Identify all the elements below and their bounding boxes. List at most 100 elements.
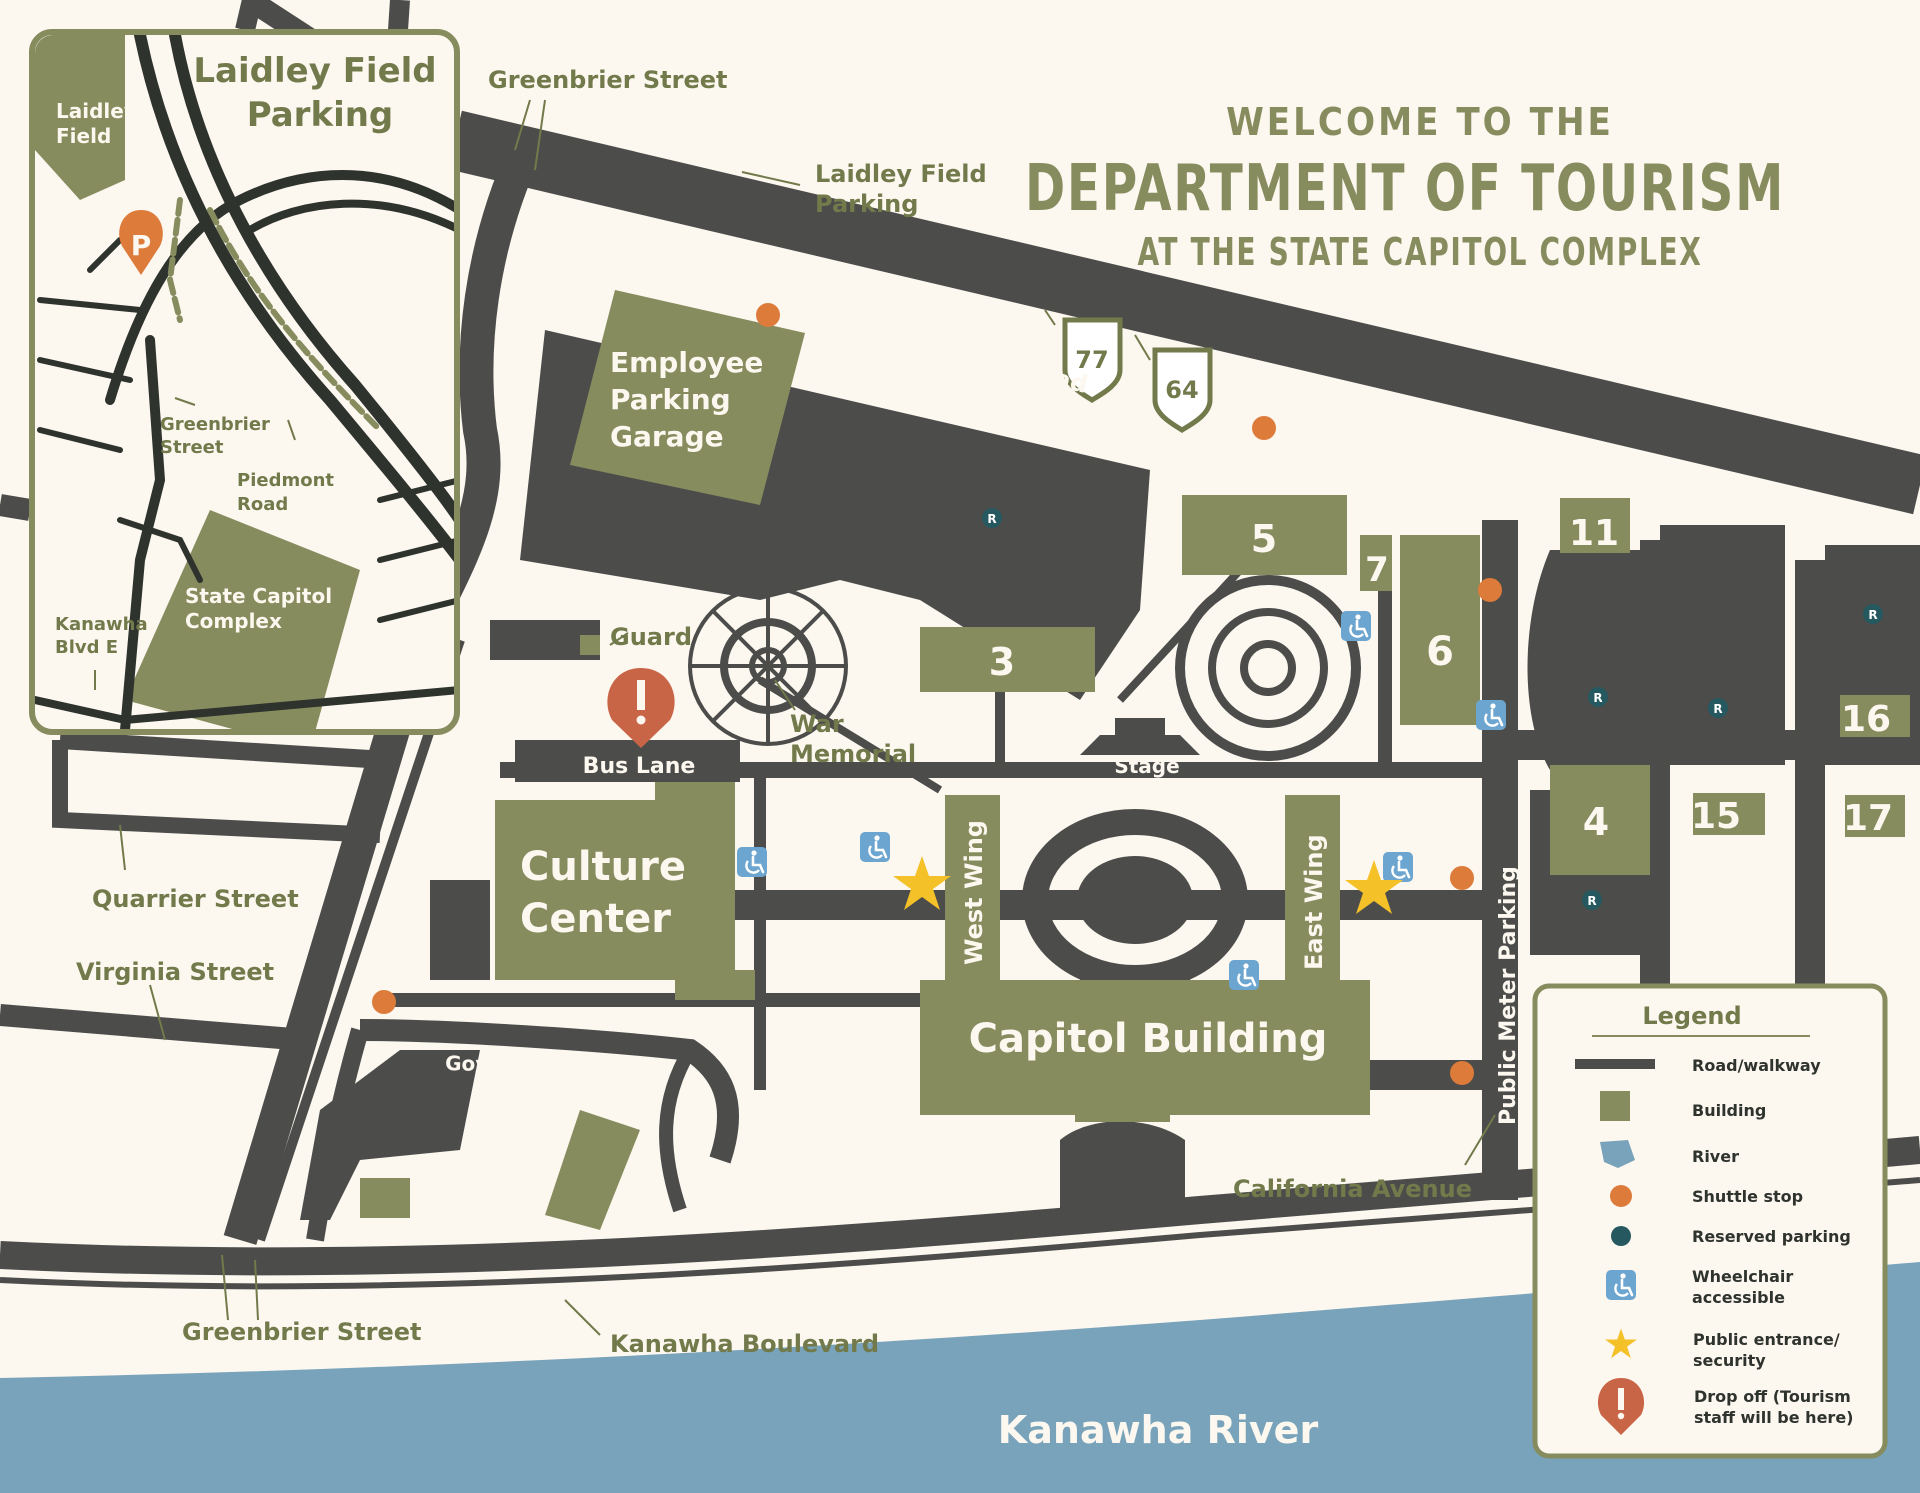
reserved-badge-text: R	[1587, 894, 1596, 908]
inset-capitol-line-2: Complex	[185, 609, 282, 633]
river-area	[0, 1262, 1920, 1493]
label-kanawha-boulevard: Kanawha Boulevard	[610, 1330, 879, 1358]
buildings	[360, 290, 1910, 1230]
building-7	[1360, 535, 1392, 591]
label-laidley-line-2: Parking	[815, 190, 918, 218]
legend-river-swatch	[1600, 1140, 1635, 1168]
building-3-label: 3	[989, 640, 1015, 684]
building-15-label: 15	[1691, 796, 1741, 837]
inset-title-line-2: Parking	[247, 95, 394, 135]
header-line-3: AT THE STATE CAPITOL COMPLEX	[1138, 230, 1703, 274]
legend-box	[1532, 983, 1888, 1459]
legend-shuttle-swatch	[1610, 1185, 1632, 1207]
legend-label-shuttle: Shuttle stop	[1692, 1187, 1803, 1206]
legend-label-entrance-1: Public entrance/	[1693, 1330, 1840, 1349]
legend-dropoff-swatch	[1597, 1378, 1645, 1435]
highway-77-label: 77	[1075, 346, 1108, 374]
garage-line-2: Parking	[610, 383, 731, 416]
building-5-label: 5	[1251, 517, 1277, 561]
label-public-meter-parking: Public Meter Parking	[1496, 866, 1521, 1125]
legend-building-swatch	[1600, 1091, 1630, 1121]
building-17	[1845, 795, 1905, 837]
legend-road-swatch	[1575, 1059, 1655, 1069]
legend-label-road: Road/walkway	[1692, 1056, 1821, 1075]
guard-booth	[580, 635, 600, 655]
east-plaza-rotunda	[1175, 575, 1361, 761]
culture-center-line-1: Culture	[520, 844, 686, 890]
east-wing	[1285, 795, 1340, 985]
leader-lines	[94, 99, 1496, 1336]
label-stage: Stage	[1114, 754, 1179, 778]
label-virginia-street: Virginia Street	[76, 958, 274, 986]
south-plaza	[1060, 1121, 1185, 1220]
label-quarrier-street: Quarrier Street	[92, 885, 299, 913]
building-6-label: 6	[1426, 629, 1454, 675]
label-capitol-building: Capitol Building	[969, 1016, 1328, 1062]
stage-structure	[1080, 718, 1200, 755]
inset-parking-pin-icon	[119, 210, 163, 275]
garage-line-3: Garage	[610, 420, 724, 453]
war-memorial-plaza	[688, 586, 848, 746]
legend-label-wheelchair-2: accessible	[1692, 1288, 1785, 1307]
building-16	[1840, 695, 1910, 737]
inset-map	[29, 29, 460, 735]
building-15	[1693, 793, 1765, 835]
building-6	[1400, 535, 1480, 725]
parking-lot-east	[1527, 550, 1640, 770]
inset-kanawha-line-1: Kanawha	[55, 614, 148, 635]
garage-line-1: Employee	[610, 346, 763, 379]
governors-mansion	[545, 1110, 640, 1230]
legend-label-entrance-2: security	[1693, 1351, 1766, 1370]
building-5	[1182, 495, 1347, 575]
label-california-avenue: California Avenue	[1233, 1175, 1472, 1203]
war-memorial-line-2: Memorial	[790, 740, 916, 768]
reserved-badge-text: R	[1713, 702, 1722, 716]
inset-laidley-field	[35, 35, 125, 200]
legend-label-dropoff-2: staff will be here)	[1694, 1408, 1853, 1427]
interstate-64-shield-icon	[1152, 347, 1213, 433]
inset-greenbrier-line-2: Street	[160, 437, 224, 458]
building-4	[1550, 765, 1650, 875]
label-greenbrier-top: Greenbrier Street	[488, 66, 728, 94]
building-11-label: 11	[1569, 513, 1619, 554]
parking-lot-west	[430, 880, 490, 980]
bus-lane	[515, 740, 740, 782]
building-3	[920, 627, 1095, 692]
war-memorial-line-1: War	[790, 710, 844, 738]
label-kanawha-river: Kanawha River	[998, 1408, 1319, 1452]
culture-center-line-2: Center	[520, 896, 671, 942]
capitol-building	[920, 980, 1370, 1122]
label-governors-drive: Governor’s Drive	[445, 1051, 637, 1080]
legend-label-reserved: Reserved parking	[1692, 1227, 1851, 1246]
building-11	[1560, 498, 1630, 553]
interstate-77-shield-icon	[1062, 317, 1123, 403]
employee-parking-garage	[570, 290, 805, 505]
west-wing	[945, 795, 1000, 985]
header-line-1: WELCOME TO THE	[1226, 100, 1614, 144]
culture-center	[495, 775, 755, 1000]
label-laidley-line-1: Laidley Field	[815, 160, 987, 188]
parking-lot-far-east	[1660, 525, 1785, 765]
inset-parking-letter: P	[131, 229, 152, 262]
inset-piedmont-line-1: Piedmont	[237, 470, 334, 491]
label-guard: Guard	[610, 623, 692, 651]
governors-lot	[300, 1050, 480, 1220]
reserved-badge-text: R	[1868, 608, 1877, 622]
highway-64-label: 64	[1165, 376, 1198, 404]
inset-capitol-complex	[125, 510, 360, 729]
label-bus-lane: Bus Lane	[583, 754, 696, 779]
inset-kanawha-line-2: Blvd E	[55, 637, 118, 658]
inset-piedmont-line-2: Road	[237, 494, 288, 515]
inset-greenbrier-line-1: Greenbrier	[160, 414, 270, 435]
legend-reserved-swatch	[1611, 1226, 1631, 1246]
dropoff-pin-icon	[607, 668, 675, 748]
legend-label-building: Building	[1692, 1101, 1766, 1120]
building-16-label: 16	[1841, 699, 1891, 740]
label-west-wing: West Wing	[960, 820, 988, 965]
inset-capitol-line-1: State Capitol	[185, 584, 332, 608]
building-17-label: 17	[1843, 798, 1893, 839]
legend-label-wheelchair-1: Wheelchair	[1692, 1267, 1793, 1286]
building-4-label: 4	[1583, 800, 1609, 844]
legend-star-swatch	[1605, 1328, 1637, 1359]
